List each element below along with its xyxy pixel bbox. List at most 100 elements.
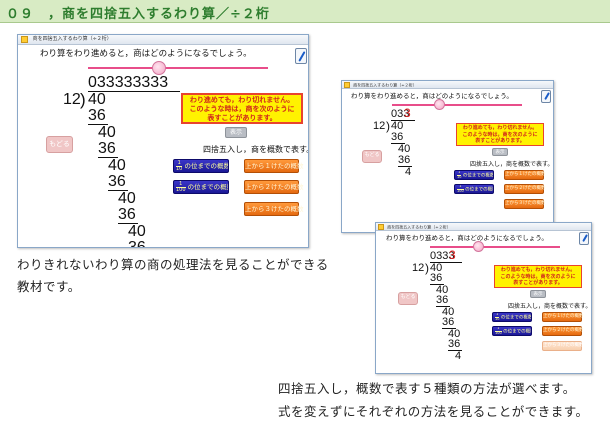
- app-window-example-2: 商を四捨五入するわり算（÷２桁） わり算をわり進めると，商はどのようになるでしょ…: [375, 222, 592, 374]
- division-step: 36: [430, 272, 443, 284]
- division-step: 36: [436, 294, 449, 306]
- back-button[interactable]: もどる: [362, 150, 382, 163]
- page-header: ０９ ，商を四捨五入するわり算／÷２桁: [0, 0, 610, 23]
- window-titlebar: 商を四捨五入するわり算（÷２桁）: [376, 223, 591, 231]
- step-line: [98, 157, 118, 158]
- step-line: [391, 143, 405, 144]
- dividend: 40: [391, 120, 404, 132]
- window-title: 商を四捨五入するわり算（÷２桁）: [387, 224, 451, 230]
- division-step: 36: [398, 154, 411, 166]
- question-prompt: わり算をわり進めると，商はどのようになるでしょう。: [386, 234, 548, 242]
- step-line: [448, 350, 462, 351]
- progress-slider-knob[interactable]: [473, 241, 484, 252]
- step-line: [442, 328, 456, 329]
- dividend: 40: [430, 262, 443, 274]
- round-3-digit-button[interactable]: 上から３けたの概数: [504, 199, 546, 209]
- window-title: 商を四捨五入するわり算（÷２桁）: [353, 82, 417, 88]
- caption-left-line-1: わりきれないわり算の商の処理法を見ることができる: [17, 257, 329, 272]
- division-step: 40: [118, 190, 136, 207]
- progress-slider-track[interactable]: [430, 246, 560, 248]
- window-titlebar: 商を四捨五入するわり算（÷２桁）: [342, 81, 553, 89]
- division-step: 40: [442, 306, 455, 318]
- pencil-icon[interactable]: [295, 48, 307, 64]
- message-box: わり進めても，わり切れません。 このような時は，商を次のように 表すことがありま…: [181, 93, 303, 124]
- division-bracket: ): [386, 119, 390, 133]
- rounding-label: 四捨五入し，商を概数で表す。: [508, 303, 592, 310]
- step-line: [118, 223, 138, 224]
- division-step: 40: [98, 124, 116, 141]
- divisor: 12: [63, 91, 81, 108]
- rounding-label: 四捨五入し，商を概数で表す。: [203, 145, 309, 154]
- division-bracket: ): [80, 90, 86, 109]
- step-line: [430, 284, 444, 285]
- division-step: 36: [391, 131, 404, 143]
- page-title: ０９ ，商を四捨五入するわり算／÷２桁: [6, 7, 270, 22]
- message-box: わり進めても，わり切れません。 このような時は，商を次のように 表すことがありま…: [456, 123, 544, 146]
- round-2-digit-button[interactable]: 上から２けたの概数: [244, 180, 304, 194]
- division-bracket: ): [425, 261, 429, 275]
- quotient: 033: [391, 108, 410, 120]
- rounding-label: 四捨五入し，商を概数で表す。: [470, 161, 554, 168]
- quotient: 033333333: [88, 74, 169, 91]
- pencil-icon[interactable]: [541, 90, 551, 103]
- division-step: 36: [98, 140, 116, 157]
- progress-slider-knob[interactable]: [434, 99, 445, 110]
- division-step: 4: [405, 166, 412, 178]
- pencil-icon[interactable]: [579, 232, 589, 245]
- app-window-main: 商を四捨五入するわり算（÷２桁） わり算をわり進めると，商はどのようになるでしょ…: [17, 34, 309, 248]
- step-line: [398, 166, 412, 167]
- question-prompt: わり算をわり進めると，商はどのようになるでしょう。: [351, 92, 513, 100]
- round-3-digit-button[interactable]: 上から３けたの概数: [244, 202, 304, 216]
- round-1-digit-button[interactable]: 上から１けたの概数: [504, 170, 546, 180]
- show-button[interactable]: 表示: [492, 148, 508, 156]
- division-step: 36: [88, 107, 106, 124]
- division-step: 40: [436, 284, 449, 296]
- app-icon: [21, 36, 28, 43]
- show-button[interactable]: 表示: [530, 290, 546, 298]
- back-button[interactable]: もどる: [46, 136, 73, 153]
- window-titlebar: 商を四捨五入するわり算（÷２桁）: [18, 35, 308, 45]
- division-bar: [88, 91, 180, 92]
- division-step: 36: [128, 239, 146, 248]
- round-1-digit-button[interactable]: 上から１けたの概数: [542, 312, 584, 322]
- caption-right-line-2: 式を変えずにそれぞれの方法を見ることができます。: [278, 404, 589, 419]
- round-2-digit-button[interactable]: 上から２けたの概数: [504, 184, 546, 194]
- app-window-example-1: 商を四捨五入するわり算（÷２桁） わり算をわり進めると，商はどのようになるでしょ…: [341, 80, 554, 233]
- back-button[interactable]: もどる: [398, 292, 418, 305]
- division-bar: [391, 120, 415, 121]
- step-line: [88, 124, 108, 125]
- progress-slider-track[interactable]: [392, 104, 522, 106]
- division-step: 36: [448, 338, 461, 350]
- round-3-digit-button[interactable]: 上から３けたの概数: [542, 341, 584, 351]
- window-title: 商を四捨五入するわり算（÷２桁）: [32, 36, 112, 42]
- app-icon: [344, 82, 350, 88]
- division-step: 40: [108, 157, 126, 174]
- message-box: わり進めても，わり切れません。 このような時は，商を次のように 表すことがありま…: [494, 265, 582, 288]
- division-step: 36: [442, 316, 455, 328]
- round-2-digit-button[interactable]: 上から２けたの概数: [542, 326, 584, 336]
- division-step: 40: [398, 143, 411, 155]
- rounded-digit: 3: [404, 106, 411, 120]
- progress-slider-knob[interactable]: [152, 61, 166, 75]
- division-step: 36: [118, 206, 136, 223]
- progress-slider-track[interactable]: [88, 67, 268, 69]
- show-button[interactable]: 表示: [225, 127, 247, 138]
- question-prompt: わり算をわり進めると，商はどのようになるでしょう。: [40, 49, 252, 59]
- rounded-digit: 3: [449, 248, 456, 262]
- round-1-digit-button[interactable]: 上から１けたの概数: [244, 159, 304, 173]
- app-icon: [378, 224, 384, 230]
- division-bar: [430, 262, 462, 263]
- divisor: 12: [412, 262, 425, 274]
- division-step: 4: [455, 350, 462, 362]
- division-step: 40: [448, 328, 461, 340]
